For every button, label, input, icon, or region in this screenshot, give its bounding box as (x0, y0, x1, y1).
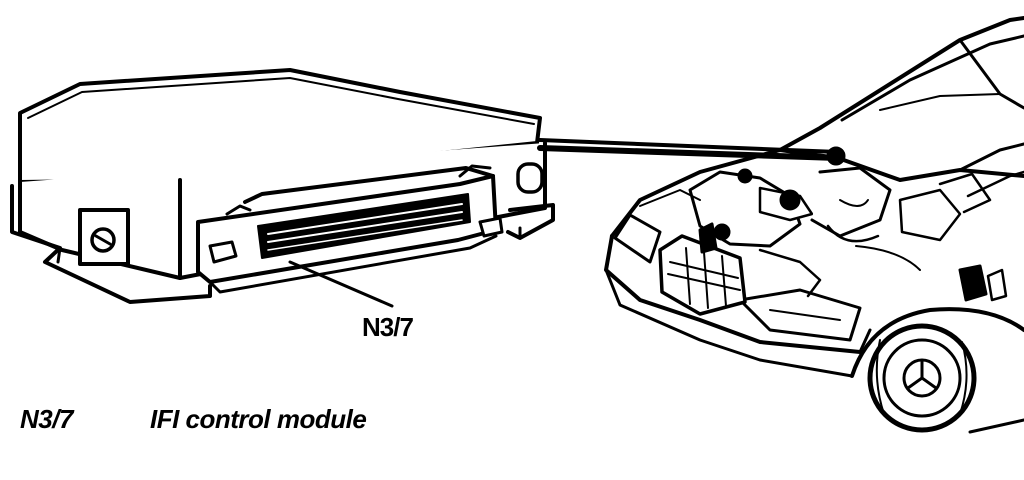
legend-code: N3/7 (20, 404, 73, 434)
car-front-icon (604, 16, 1024, 434)
ecu-box-icon (10, 68, 555, 304)
callout-label: N3/7 (362, 312, 414, 342)
harness-line-icon (537, 145, 841, 161)
callout-leader-line (288, 260, 394, 308)
legend-description: IFI control module (150, 404, 367, 434)
